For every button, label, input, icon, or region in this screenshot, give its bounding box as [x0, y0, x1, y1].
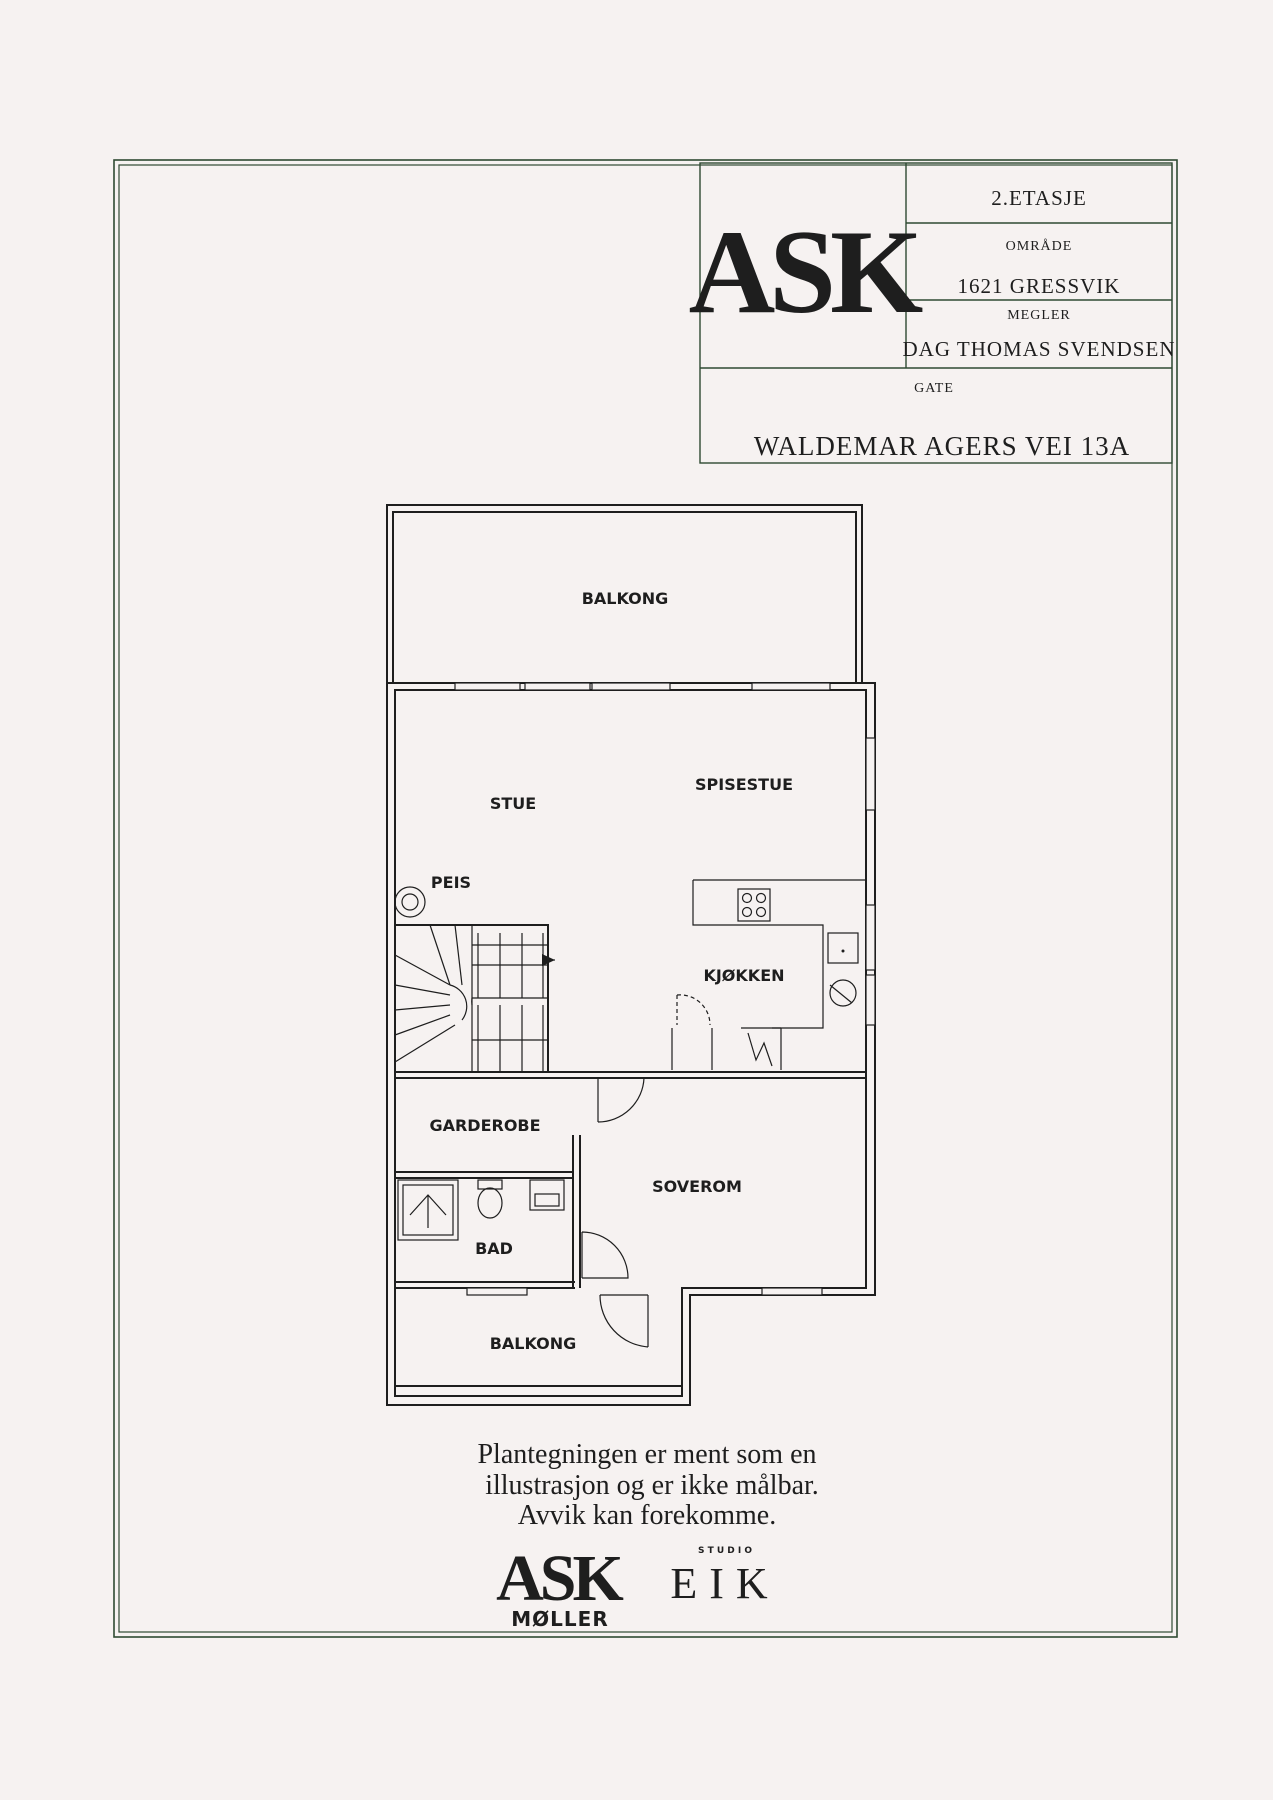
studio-eik-logo: EIK [670, 1559, 779, 1608]
room-label-bedroom: SOVEROM [652, 1177, 742, 1196]
room-label-balcony-top: BALKONG [582, 589, 669, 608]
toilet-tank-icon [477, 1179, 503, 1190]
broker-value: DAG THOMAS SVENDSEN [903, 337, 1176, 361]
stair-direction-arrow-icon [542, 954, 555, 966]
room-label-living-room: STUE [490, 794, 536, 813]
title-block: ASK 2.ETASJE OMRÅDE 1621 GRESSVIK MEGLER… [689, 162, 1176, 464]
cooktop-icon [737, 888, 771, 922]
room-label-balcony-bottom: BALKONG [490, 1334, 577, 1353]
dishwasher-icon [829, 979, 857, 1007]
floor-label: 2.ETASJE [991, 186, 1087, 210]
outer-walls [386, 682, 876, 1406]
washbasin-icon [529, 1179, 565, 1211]
street-value: WALDEMAR AGERS VEI 13A [754, 431, 1130, 461]
toilet-icon [477, 1187, 503, 1219]
floor-plan: BALKONG STUE SPISESTUE PEIS KJØKKEN GARD… [386, 504, 876, 1406]
staircase [394, 924, 555, 1072]
fireplace [394, 886, 426, 918]
windows-top [454, 682, 831, 691]
room-label-fireplace: PEIS [431, 873, 471, 892]
room-label-wardrobe: GARDEROBE [429, 1116, 540, 1135]
room-label-kitchen: KJØKKEN [703, 966, 784, 985]
interior-walls [395, 1071, 866, 1289]
footer-logos: ASK MØLLER S T U D I O EIK [496, 1542, 779, 1631]
sink-icon [827, 932, 859, 964]
kitchen-counter [671, 879, 866, 1070]
ask-moller-logo: ASK [496, 1542, 623, 1615]
balcony-door-swing [599, 1294, 649, 1348]
shower-icon [397, 1179, 459, 1241]
balcony-top [386, 504, 863, 683]
area-value: 1621 GRESSVIK [958, 274, 1121, 298]
area-label: OMRÅDE [1006, 238, 1073, 254]
bedroom-door-swing [597, 1077, 645, 1123]
ask-moller-subtitle: MØLLER [511, 1607, 608, 1631]
fireplace-icon [394, 886, 426, 918]
disclaimer-line-3: Avvik kan forekomme. [518, 1500, 776, 1531]
disclaimer: Plantegningen er ment som en illustrasjo… [477, 1439, 818, 1531]
broker-label: MEGLER [1007, 308, 1071, 323]
windows-right [865, 737, 876, 1026]
disclaimer-line-1: Plantegningen er ment som en [477, 1439, 816, 1470]
windows-bottom [466, 1287, 823, 1296]
kitchen-door-swing [676, 994, 711, 1026]
studio-label: S T U D I O [698, 1546, 752, 1556]
bathroom-door-swing [581, 1231, 629, 1279]
sheet-frame [113, 159, 1178, 1638]
street-label: GATE [914, 381, 954, 396]
disclaimer-line-2: illustrasjon og er ikke målbar. [485, 1470, 819, 1501]
room-label-dining-room: SPISESTUE [695, 775, 793, 794]
bathroom-fixtures [397, 1179, 565, 1241]
ask-logo-text: ASK [689, 205, 923, 338]
ask-logo: ASK [689, 205, 929, 338]
room-label-bathroom: BAD [475, 1239, 513, 1258]
fridge-icon [747, 1032, 773, 1067]
